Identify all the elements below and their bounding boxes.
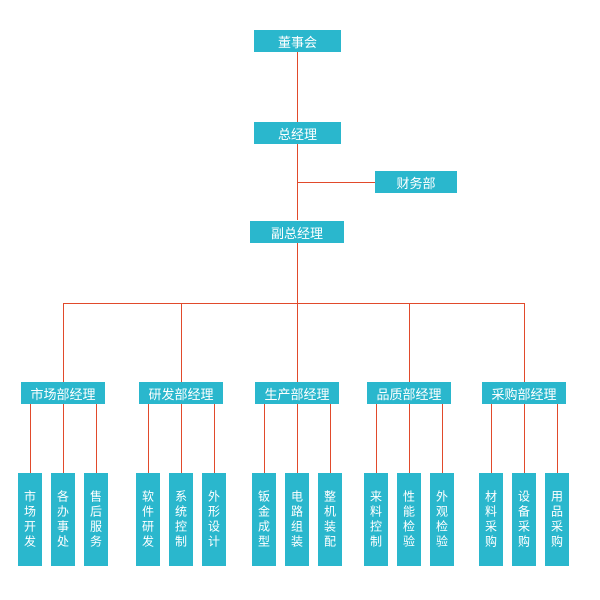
node-manager-purchasing: 采购部经理: [482, 382, 566, 404]
node-manager-rnd: 研发部经理: [139, 382, 223, 404]
connector-drop-m4-c1: [376, 404, 377, 473]
connector-main-rail: [63, 303, 525, 304]
connector-drop-manager-4: [409, 303, 410, 382]
node-leaf-m5-c2: 设备采购: [512, 473, 536, 566]
connector-finance-branch: [297, 182, 375, 183]
connector-drop-m5-c2: [524, 404, 525, 473]
connector-drop-m3-c3: [330, 404, 331, 473]
connector-drop-manager-5: [524, 303, 525, 382]
node-finance: 财务部: [375, 171, 457, 193]
node-leaf-m5-c3: 用品采购: [545, 473, 569, 566]
node-leaf-m3-c2: 电路组装: [285, 473, 309, 566]
node-leaf-m1-c2: 各办事处: [51, 473, 75, 566]
node-leaf-m1-c3: 售后服务: [84, 473, 108, 566]
node-leaf-m2-c1: 软件研发: [136, 473, 160, 566]
node-leaf-m2-c2: 系统控制: [169, 473, 193, 566]
connector-drop-m1-c3: [96, 404, 97, 473]
node-leaf-m4-c1: 来料控制: [364, 473, 388, 566]
connector-drop-manager-3: [297, 303, 298, 382]
node-board: 董事会: [254, 30, 341, 52]
connector-drop-m2-c2: [181, 404, 182, 473]
node-leaf-m4-c3: 外观检验: [430, 473, 454, 566]
connector-drop-manager-2: [181, 303, 182, 382]
node-dgm: 副总经理: [250, 221, 344, 243]
node-leaf-m3-c3: 整机装配: [318, 473, 342, 566]
connector-dgm-trunk: [297, 243, 298, 303]
connector-drop-m2-c3: [214, 404, 215, 473]
node-leaf-m3-c1: 钣金成型: [252, 473, 276, 566]
connector-drop-m1-c2: [63, 404, 64, 473]
connector-board-gm: [297, 52, 298, 122]
node-manager-production: 生产部经理: [255, 382, 339, 404]
connector-drop-m5-c3: [557, 404, 558, 473]
connector-drop-m1-c1: [30, 404, 31, 473]
node-manager-quality: 品质部经理: [367, 382, 451, 404]
connector-drop-m4-c2: [409, 404, 410, 473]
connector-drop-m2-c1: [148, 404, 149, 473]
connector-drop-m3-c2: [297, 404, 298, 473]
node-manager-marketing: 市场部经理: [21, 382, 105, 404]
node-gm: 总经理: [254, 122, 341, 144]
node-leaf-m4-c2: 性能检验: [397, 473, 421, 566]
node-leaf-m5-c1: 材料采购: [479, 473, 503, 566]
connector-drop-m4-c3: [442, 404, 443, 473]
connector-drop-m5-c1: [491, 404, 492, 473]
connector-drop-manager-1: [63, 303, 64, 382]
node-leaf-m1-c1: 市场开发: [18, 473, 42, 566]
node-leaf-m2-c3: 外形设计: [202, 473, 226, 566]
connector-drop-m3-c1: [264, 404, 265, 473]
